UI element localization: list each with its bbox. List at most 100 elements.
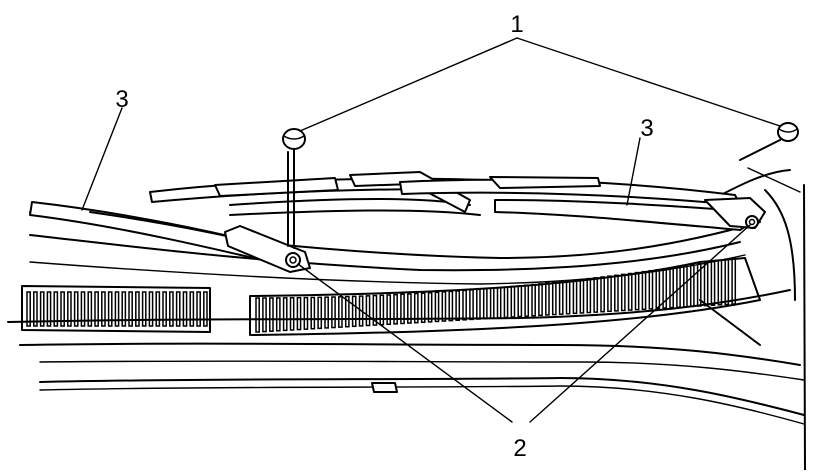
grille-slot [551,281,557,316]
grille-slot [169,291,174,327]
grille-slot [101,291,106,327]
grille-slot [434,291,440,323]
grille-slot [289,297,295,331]
grille-slot [517,285,523,318]
grille-slot [196,291,201,327]
grille-slot [324,296,329,329]
grille-slot [669,267,674,309]
grille-slot [351,295,357,328]
callout-2-label: 2 [513,435,526,462]
grille-slot [676,265,681,308]
grille-slot [255,297,260,333]
grille-slot [545,282,550,316]
grille-slot [427,291,433,323]
pivot-cap-left [282,128,306,249]
grille-slot [572,279,578,315]
grille-slot [53,291,59,327]
grille-slot [503,286,509,319]
cowl-grille-right [249,257,761,336]
grille-slot [524,284,530,317]
grille-slot [710,260,716,306]
grille-slot [420,292,426,324]
grille-slot [683,264,688,308]
grille-slot [338,296,343,328]
grille-slot [696,262,702,307]
grille-slot [724,258,730,306]
grille-slot [469,289,474,321]
grille-slot [269,297,274,332]
grille-slot [455,290,461,321]
grille-slot [662,268,668,309]
grille-slot [26,291,31,327]
grille-slot [386,294,392,326]
grille-slot [203,291,208,327]
grille-slot [565,280,571,315]
cowl-panel [7,139,806,471]
leader-lines [81,37,781,423]
grille-slot [344,295,350,328]
grille-slot [482,288,488,320]
grille-slot [365,295,371,327]
grille-slot [510,285,516,318]
grille-slot [175,291,181,327]
grille-slot [282,297,288,332]
grille-slot [275,297,281,332]
grille-slot [531,283,536,317]
grille-slot [107,291,113,327]
grille-slot [303,296,309,330]
grille-slot [407,293,412,324]
grille-slot [121,291,127,327]
grille-slot [372,294,378,326]
grille-slot [627,272,633,311]
grille-slot [33,291,38,327]
grille-slot [331,296,336,329]
grille-slot [538,283,543,317]
grille-slot [317,296,323,330]
grille-slot [296,296,302,331]
grille-slot [162,291,167,327]
grille-slot [607,275,612,313]
grille-slot [80,291,86,327]
grille-slot [600,276,605,313]
grille-slot [731,257,737,305]
grille-slot [379,294,385,326]
grille-slot [141,291,147,327]
grille-slot [703,261,709,307]
grille-slot [262,297,267,333]
grille-slot [558,280,564,315]
grille-slot [94,291,99,327]
grille-slot [310,296,316,330]
grille-slot [689,263,695,308]
wiper-arm-right [494,197,766,231]
callout-1-label: 1 [510,11,523,38]
cowl-grille-left [21,285,211,333]
grille-slot [413,292,419,324]
grille-slot [46,291,52,327]
grille-slot [73,291,79,327]
callout-3-right-label: 3 [640,115,653,142]
grille-slot [496,286,502,319]
pivot-nut-left [285,252,301,268]
grille-slot [148,291,154,327]
grille-slot [634,271,640,311]
grille-slot [648,269,654,310]
grille-slot [655,268,661,310]
grille-slot [620,273,626,312]
grille-slot [87,291,93,327]
grille-slot [155,291,161,327]
callout-3-left-label: 3 [115,86,128,113]
grille-slot [641,270,647,311]
grille-slot [135,291,140,327]
grille-slot [189,291,195,327]
grille-slot [60,291,65,327]
grille-slot [462,289,467,321]
grille-slot [441,291,447,322]
grille-slot [393,293,398,325]
grille-slot [448,290,454,322]
grille-slot [476,288,481,320]
grille-slot [489,287,495,319]
grille-slot [717,259,723,306]
grille-slot [614,274,619,312]
grille-slot [182,291,188,327]
